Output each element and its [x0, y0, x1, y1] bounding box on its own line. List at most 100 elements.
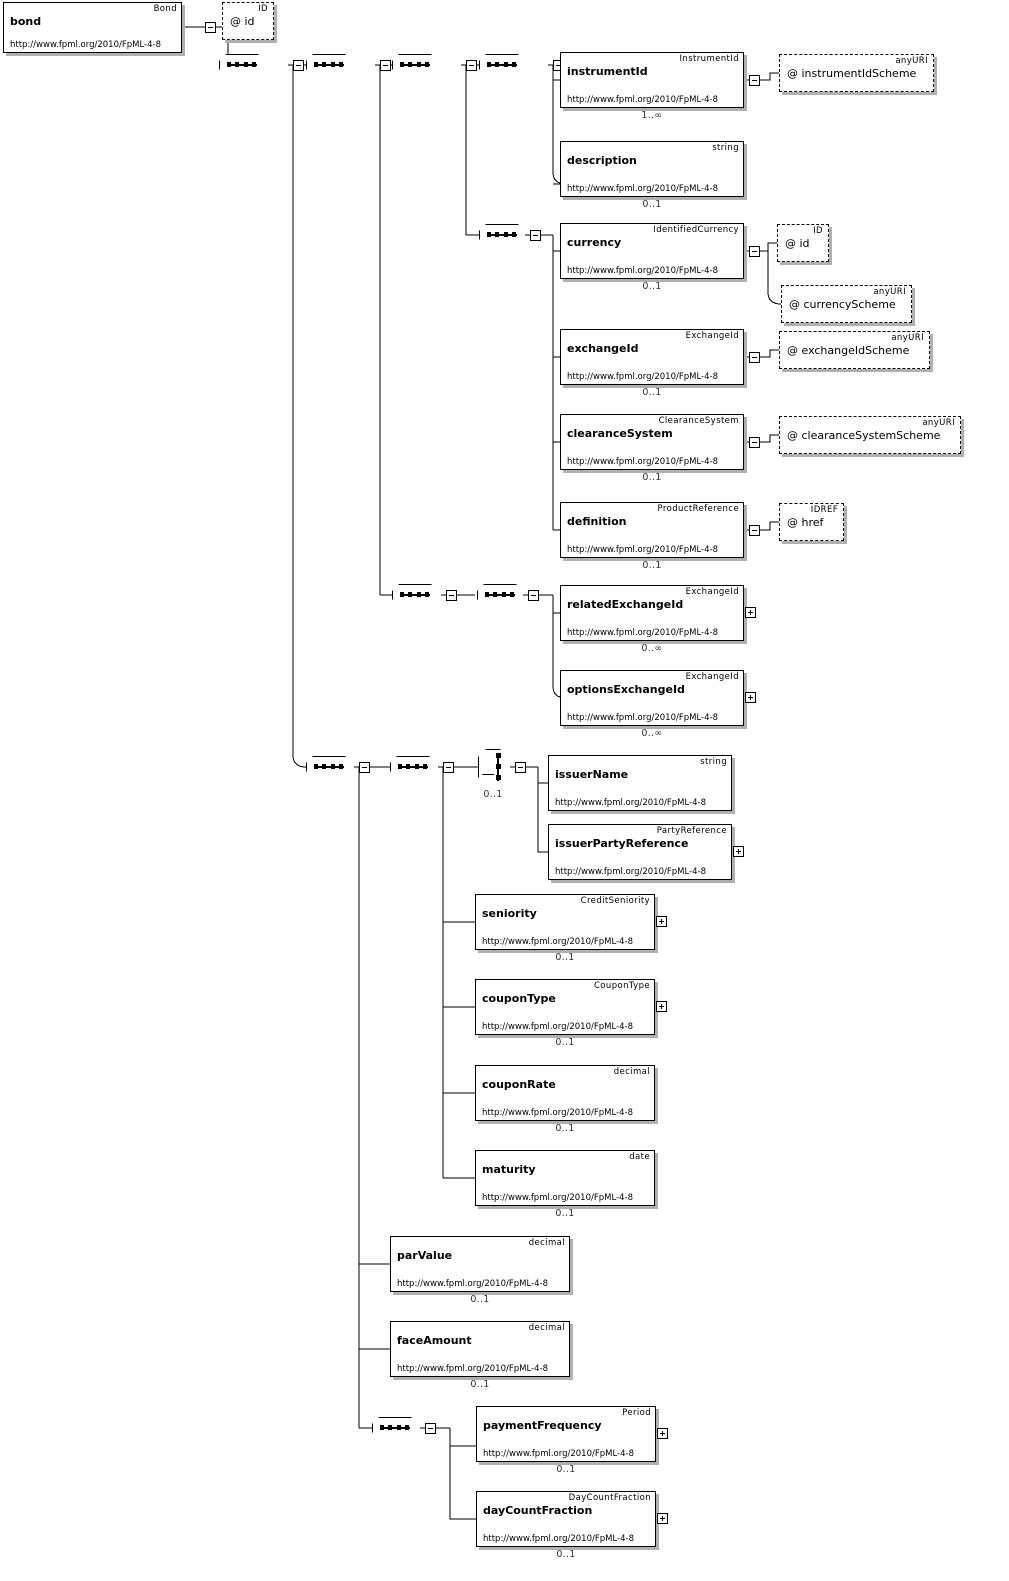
- element-paymentFrequency-name: paymentFrequency: [483, 1419, 602, 1432]
- toggle-sequence-6[interactable]: [443, 762, 454, 773]
- toggle-sequence-1[interactable]: [293, 60, 304, 71]
- toggle-sequence-currency-group[interactable]: [530, 230, 541, 241]
- element-dayCountFraction-type: DayCountFraction: [568, 1493, 651, 1503]
- element-relatedExchangeId[interactable]: ExchangeId relatedExchangeId http://www.…: [560, 585, 744, 641]
- attribute-clearanceSystemScheme-type: anyURI: [922, 418, 955, 428]
- attribute-id[interactable]: ID @ id: [222, 2, 274, 40]
- toggle-clearanceSystem[interactable]: [749, 437, 760, 448]
- element-couponType[interactable]: CouponType couponType http://www.fpml.or…: [475, 979, 655, 1035]
- element-optionsExchangeId[interactable]: ExchangeId optionsExchangeId http://www.…: [560, 670, 744, 726]
- occurrence-definition: 0..1: [642, 560, 662, 571]
- element-parValue-type: decimal: [528, 1238, 565, 1248]
- attribute-href[interactable]: IDREF @ href: [779, 503, 844, 541]
- sequence-node-1[interactable]: [219, 54, 265, 76]
- element-seniority-type: CreditSeniority: [580, 896, 650, 906]
- expand-paymentFrequency[interactable]: [657, 1428, 668, 1439]
- element-optionsExchangeId-type: ExchangeId: [685, 672, 739, 682]
- sequence-node-currency-group[interactable]: [479, 224, 525, 246]
- attribute-instrumentIdScheme-type: anyURI: [895, 56, 928, 66]
- element-relatedExchangeId-type: ExchangeId: [685, 587, 739, 597]
- sequence-node-exchange-group[interactable]: [392, 584, 438, 606]
- element-instrumentId-type: InstrumentId: [679, 54, 739, 64]
- attribute-currency-id[interactable]: ID @ id: [777, 224, 829, 262]
- element-seniority[interactable]: CreditSeniority seniority http://www.fpm…: [475, 894, 655, 950]
- element-faceAmount-name: faceAmount: [397, 1334, 472, 1347]
- toggle-sequence-7[interactable]: [425, 1423, 436, 1434]
- occurrence-exchangeId: 0..1: [642, 387, 662, 398]
- occurrence-choice-issuer: 0..1: [483, 789, 503, 800]
- toggle-sequence-5[interactable]: [359, 762, 370, 773]
- expand-dayCountFraction[interactable]: [657, 1513, 668, 1524]
- element-definition-name: definition: [567, 515, 627, 528]
- element-parValue-namespace: http://www.fpml.org/2010/FpML-4-8: [397, 1279, 549, 1289]
- toggle-sequence-exchange-group[interactable]: [446, 590, 457, 601]
- element-description-type: string: [712, 143, 739, 153]
- sequence-node-7[interactable]: [372, 1417, 418, 1439]
- element-exchangeId[interactable]: ExchangeId exchangeId http://www.fpml.or…: [560, 329, 744, 385]
- sequence-node-exchange-inner[interactable]: [477, 584, 523, 606]
- attribute-exchangeIdScheme[interactable]: anyURI @ exchangeIdScheme: [779, 331, 930, 369]
- element-seniority-namespace: http://www.fpml.org/2010/FpML-4-8: [482, 937, 634, 947]
- element-issuerName-type: string: [700, 757, 727, 767]
- element-issuerName[interactable]: string issuerName http://www.fpml.org/20…: [548, 755, 732, 811]
- sequence-node-3[interactable]: [392, 54, 438, 76]
- element-dayCountFraction-name: dayCountFraction: [483, 1504, 593, 1517]
- element-relatedExchangeId-namespace: http://www.fpml.org/2010/FpML-4-8: [567, 628, 719, 638]
- occurrence-clearanceSystem: 0..1: [642, 472, 662, 483]
- element-parValue[interactable]: decimal parValue http://www.fpml.org/201…: [390, 1236, 570, 1292]
- toggle-sequence-exchange-inner[interactable]: [528, 590, 539, 601]
- element-optionsExchangeId-namespace: http://www.fpml.org/2010/FpML-4-8: [567, 713, 719, 723]
- element-currency[interactable]: IdentifiedCurrency currency http://www.f…: [560, 223, 744, 279]
- element-bond[interactable]: Bond bond http://www.fpml.org/2010/FpML-…: [3, 2, 182, 53]
- element-seniority-name: seniority: [482, 907, 537, 920]
- element-clearanceSystem[interactable]: ClearanceSystem clearanceSystem http://w…: [560, 414, 744, 470]
- expand-relatedExchangeId[interactable]: [745, 607, 756, 618]
- toggle-sequence-2[interactable]: [380, 60, 391, 71]
- attribute-id-name: @ id: [230, 15, 255, 28]
- sequence-node-6[interactable]: [390, 756, 436, 778]
- element-paymentFrequency[interactable]: Period paymentFrequency http://www.fpml.…: [476, 1406, 656, 1462]
- element-instrumentId-namespace: http://www.fpml.org/2010/FpML-4-8: [567, 95, 719, 105]
- element-parValue-name: parValue: [397, 1249, 453, 1262]
- toggle-exchangeId[interactable]: [749, 352, 760, 363]
- element-description[interactable]: string description http://www.fpml.org/2…: [560, 141, 744, 197]
- attribute-clearanceSystemScheme[interactable]: anyURI @ clearanceSystemScheme: [779, 416, 961, 454]
- sequence-node-5[interactable]: [306, 756, 352, 778]
- element-faceAmount[interactable]: decimal faceAmount http://www.fpml.org/2…: [390, 1321, 570, 1377]
- element-instrumentId[interactable]: InstrumentId instrumentId http://www.fpm…: [560, 52, 744, 108]
- occurrence-currency: 0..1: [642, 281, 662, 292]
- toggle-choice-issuer[interactable]: [515, 762, 526, 773]
- expand-issuerPartyReference[interactable]: [733, 846, 744, 857]
- toggle-bond[interactable]: [205, 22, 216, 33]
- element-currency-namespace: http://www.fpml.org/2010/FpML-4-8: [567, 266, 719, 276]
- element-maturity[interactable]: date maturity http://www.fpml.org/2010/F…: [475, 1150, 655, 1206]
- attribute-currencyScheme[interactable]: anyURI @ currencyScheme: [781, 285, 912, 323]
- attribute-instrumentIdScheme-name: @ instrumentIdScheme: [787, 67, 917, 80]
- toggle-currency[interactable]: [749, 246, 760, 257]
- occurrence-description: 0..1: [642, 199, 662, 210]
- choice-node-issuer[interactable]: [478, 749, 508, 785]
- element-couponRate[interactable]: decimal couponRate http://www.fpml.org/2…: [475, 1065, 655, 1121]
- element-couponRate-namespace: http://www.fpml.org/2010/FpML-4-8: [482, 1108, 634, 1118]
- element-definition[interactable]: ProductReference definition http://www.f…: [560, 502, 744, 558]
- element-issuerName-name: issuerName: [555, 768, 629, 781]
- element-issuerPartyReference[interactable]: PartyReference issuerPartyReference http…: [548, 824, 732, 880]
- sequence-node-4[interactable]: [479, 54, 525, 76]
- element-faceAmount-type: decimal: [528, 1323, 565, 1333]
- element-dayCountFraction[interactable]: DayCountFraction dayCountFraction http:/…: [476, 1491, 656, 1547]
- toggle-sequence-3[interactable]: [466, 60, 477, 71]
- expand-optionsExchangeId[interactable]: [745, 692, 756, 703]
- element-dayCountFraction-namespace: http://www.fpml.org/2010/FpML-4-8: [483, 1534, 635, 1544]
- element-couponRate-name: couponRate: [482, 1078, 556, 1091]
- attribute-instrumentIdScheme[interactable]: anyURI @ instrumentIdScheme: [779, 54, 934, 92]
- attribute-currency-id-type: ID: [813, 226, 823, 236]
- toggle-definition[interactable]: [749, 525, 760, 536]
- expand-seniority[interactable]: [656, 916, 667, 927]
- element-maturity-name: maturity: [482, 1163, 536, 1176]
- toggle-instrumentId[interactable]: [749, 75, 760, 86]
- attribute-id-type: ID: [258, 4, 268, 14]
- sequence-node-2[interactable]: [306, 54, 352, 76]
- element-clearanceSystem-type: ClearanceSystem: [658, 416, 739, 426]
- element-relatedExchangeId-name: relatedExchangeId: [567, 598, 684, 611]
- expand-couponType[interactable]: [656, 1001, 667, 1012]
